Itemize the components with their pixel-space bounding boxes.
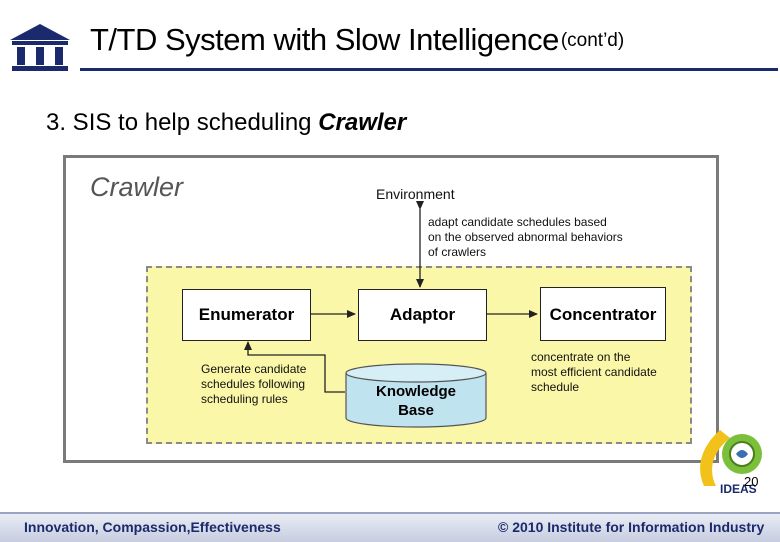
environment-note-line: of crawlers: [428, 245, 487, 259]
enumerator-note-line: scheduling rules: [201, 392, 288, 406]
enumerator-node: Enumerator: [182, 289, 311, 341]
knowledge-base-enumerator-arrow: [244, 341, 345, 393]
environment-note-line: adapt candidate schedules based: [428, 215, 607, 229]
knowledge-base-label: Knowledge Base: [345, 382, 487, 420]
footer-bar: [0, 512, 780, 542]
footer-motto: Innovation, Compassion,Effectiveness: [24, 519, 281, 535]
environment-note: adapt candidate schedules based on the o…: [428, 215, 623, 260]
ideas-logo: IDEAS: [700, 430, 762, 496]
concentrator-note: concentrate on the most efficient candid…: [531, 350, 657, 395]
section-heading: 3. SIS to help scheduling Crawler: [46, 109, 406, 137]
university-building-icon: [10, 24, 70, 71]
title-suffix: (cont’d): [560, 30, 625, 51]
concentrator-node: Concentrator: [540, 287, 666, 341]
adaptor-node: Adaptor: [358, 289, 487, 341]
concentrator-label: Concentrator: [549, 305, 657, 324]
concentrator-note-line: most efficient candidate: [531, 365, 657, 379]
enumerator-note: Generate candidate schedules following s…: [201, 362, 306, 407]
knowledge-base-node: [345, 363, 487, 428]
crawler-panel-label: Crawler: [90, 172, 184, 202]
footer-copyright: © 2010 Institute for Information Industr…: [498, 519, 765, 535]
environment-note-line: on the observed abnormal behaviors: [428, 230, 623, 244]
title-divider: [80, 68, 778, 71]
title-text: T/TD System with Slow Intelligence: [90, 22, 559, 57]
section-heading-prefix: 3. SIS to help scheduling: [46, 109, 319, 136]
concentrator-note-line: schedule: [531, 380, 580, 394]
page-number: 20: [744, 474, 759, 489]
concentrator-note-line: concentrate on the: [531, 350, 631, 364]
enumerator-note-line: schedules following: [201, 377, 306, 391]
ideas-logo-text: IDEAS: [720, 482, 757, 496]
section-heading-emphasis: Crawler: [318, 109, 407, 136]
environment-label: Environment: [376, 186, 455, 202]
knowledge-base-label-line: Knowledge: [375, 383, 456, 400]
enumerator-note-line: Generate candidate: [201, 362, 307, 376]
knowledge-base-label-line: Base: [398, 402, 434, 419]
page-title: T/TD System with Slow Intelligence(cont’…: [90, 22, 624, 58]
